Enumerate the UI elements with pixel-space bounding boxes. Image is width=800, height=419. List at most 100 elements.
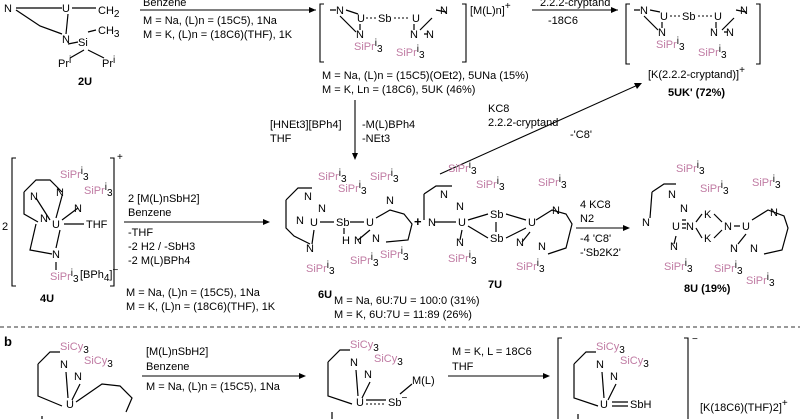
atom-n: N [296,215,304,227]
atom-u: U [672,221,680,233]
arrow-head [543,373,550,379]
compound-b-start: SiCy3 SiCy3 N N U [37,341,133,419]
atom-sb: Sb [378,13,391,25]
group-sicy: SiCy3 [84,355,113,370]
section-b: b SiCy3 SiCy3 N N U [M(L)nSbH2] Benzene … [4,334,788,419]
atom-n: N [596,359,604,371]
group-sicy: SiCy3 [596,341,625,356]
group-sicy: SiCy3 [374,353,403,368]
atom-n: N [52,249,60,261]
reagent-hnet3: [HNEt3][BPh4] [270,119,342,131]
atom-u: U [528,217,536,229]
bonds [649,183,789,255]
atom-sb: Sb [336,217,349,229]
group-sipr: SiPri3 [448,250,477,267]
atom-n: N [610,371,618,383]
compound-7u: SiPri3 SiPri3 SiPri3 N N N U Sb Sb U N N… [423,160,573,275]
bonds [634,9,747,33]
cond-k-18c6: M = K, L = 18C6 [452,346,532,358]
atom-n: N [372,233,380,245]
atom-n: N [456,237,464,249]
atom-n: N [770,207,778,219]
bracket [11,157,115,287]
bonds [327,349,413,419]
reagent-kc8: 4 KC8 [580,199,611,211]
bonds [15,7,105,59]
cond-k: M = K, (L)n = (18C6)(THF), 1K [126,301,276,313]
atom-n: N [516,237,524,249]
arrow-head [352,153,358,160]
atom-n: N [750,243,758,255]
arrow-head [611,7,618,13]
atom-u: U [52,219,60,231]
group-sipr: SiPri3 [370,168,399,185]
atom-n: N [356,29,364,41]
compound-label-7u: 7U [488,279,502,291]
group-sicy: SiCy3 [350,339,379,354]
compound-b-product: − SiCy3 SiCy3 N N U SbH [557,334,698,419]
bracket [557,337,689,419]
atom-n: N [538,241,546,253]
diag-arrow-block: KC8 2.2.2-cryptand -'C8' [439,83,642,175]
reagent-kc8: KC8 [488,103,509,115]
bonds [573,351,628,419]
atom-n: N [74,371,82,383]
compound-label-6u: 6U [318,289,332,301]
reagent-cryptand: 2.2.2-cryptand [540,0,610,9]
byproduct-net3: -NEt3 [362,133,390,145]
compound-6u: SiPri3 SiPri3 SiPri3 N N N N U Sb U H N … [285,168,413,277]
atom-sb: Sb [490,209,503,221]
counter-ion: [K(2.2.2-cryptand)]+ [648,65,745,81]
byproduct-bph4: -M(L)BPh4 [362,119,415,131]
group-sipr: SiPri3 [306,260,335,277]
group-sipr: SiPri3 [448,160,477,177]
cond-k: M = K, (L)n = (18C6)(THF), 1K [143,29,293,41]
atom-n: N [456,201,464,213]
charge-minus: − [692,334,698,345]
counter-bph4: [BPh4]− [80,265,118,284]
atom-n: N [724,221,732,233]
atom-n: N [726,27,734,39]
atom-n: N [56,187,64,199]
arrow-head [634,83,642,89]
atom-n: N [62,34,70,46]
group-ml: M(L) [412,375,435,387]
group-sipr: SiPri3 [338,180,367,197]
reagent-n2: N2 [580,213,594,225]
bonds [23,179,84,270]
group-sipr: SiPri3 [656,36,685,53]
group-pri: Pri [102,55,115,70]
atom-h: H [342,235,350,247]
group-sipr: SiPri3 [516,258,545,275]
reagent-cryptand: 2.2.2-cryptand [488,117,558,129]
atom-u: U [714,11,722,23]
atom-n: N [386,195,394,207]
cond-na: M = Na, (L)n = (15C5), 1Na [143,15,278,27]
group-sipr: SiPri3 [396,44,425,61]
group-ch2: CH2 [98,5,120,20]
bonds [37,351,133,419]
bonds [330,9,447,35]
right-arrow-block: 4 KC8 N2 -4 'C8' -'Sb2K2' [576,199,630,259]
atom-u: U [366,217,374,229]
atom-u: U [356,397,364,409]
bonds [423,185,573,255]
atom-n: N [640,5,648,17]
byproduct-sb2k2: -'Sb2K2' [580,247,621,259]
cond-5uk: M = K, Ln = (18C6), 5UK (46%) [322,84,475,96]
atom-n: N [658,27,666,39]
atom-k: K [704,209,712,221]
reagent-sbh2: 2 [M(L)nSbH2] [128,193,200,205]
atom-n: N [710,27,718,39]
atom-u: U [310,217,318,229]
group-pri: Pri [58,55,71,70]
atom-u: U [458,217,466,229]
byproduct-c8: -4 'C8' [580,233,611,245]
atom-n: N [642,217,650,229]
group-sipr: SiPri3 [752,174,781,191]
atom-n: N [304,191,312,203]
group-sipr: SiPri3 [664,258,693,275]
atom-n: N [60,359,68,371]
group-sipr: SiPri3 [676,160,705,177]
